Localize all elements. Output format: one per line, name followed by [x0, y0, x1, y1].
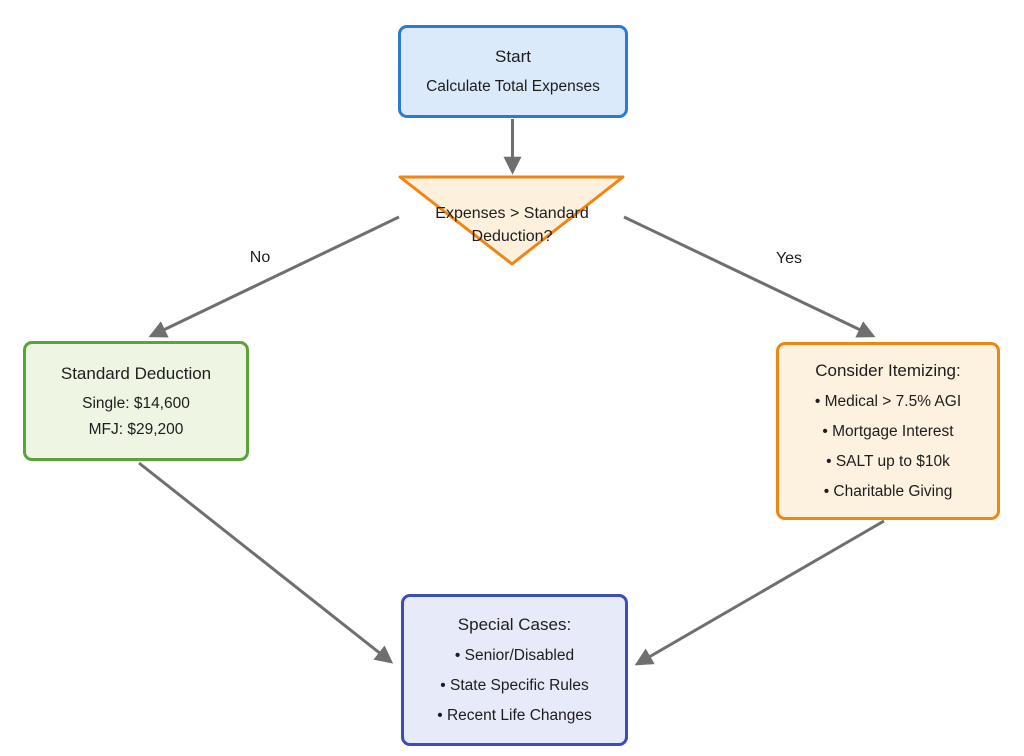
node-consider-itemizing: Consider Itemizing: • Medical > 7.5% AGI…	[776, 342, 1000, 520]
node-standard-deduction: Standard Deduction Single: $14,600 MFJ: …	[23, 341, 249, 461]
itemize-item-medical: • Medical > 7.5% AGI	[814, 393, 962, 410]
itemize-item-charitable: • Charitable Giving	[823, 483, 953, 500]
consider-itemizing-title: Consider Itemizing:	[815, 361, 961, 380]
edge-decision-to-standard	[148, 215, 400, 338]
itemize-item-salt: • SALT up to $10k	[826, 453, 950, 470]
start-subtitle: Calculate Total Expenses	[426, 78, 600, 95]
standard-deduction-single: Single: $14,600	[82, 394, 190, 412]
node-start: Start Calculate Total Expenses	[398, 25, 628, 118]
decision-triangle	[398, 175, 625, 266]
edge-itemize-to-special	[634, 519, 885, 666]
special-item-state-rules: • State Specific Rules	[440, 677, 589, 694]
special-item-senior: • Senior/Disabled	[454, 647, 575, 664]
node-special-cases: Special Cases: • Senior/Disabled • State…	[401, 594, 628, 746]
edge-label-yes: Yes	[775, 250, 803, 267]
edge-standard-to-special	[138, 461, 394, 664]
special-cases-title: Special Cases:	[457, 615, 572, 634]
standard-deduction-mfj: MFJ: $29,200	[88, 420, 184, 438]
special-item-life-changes: • Recent Life Changes	[437, 707, 592, 724]
edge-decision-to-itemize	[623, 215, 876, 338]
standard-deduction-title: Standard Deduction	[60, 363, 212, 383]
edge-label-no: No	[249, 249, 271, 266]
itemize-item-mortgage: • Mortgage Interest	[822, 423, 954, 440]
decision-question: Expenses > Standard Deduction?	[435, 205, 589, 245]
start-title: Start	[495, 47, 531, 66]
